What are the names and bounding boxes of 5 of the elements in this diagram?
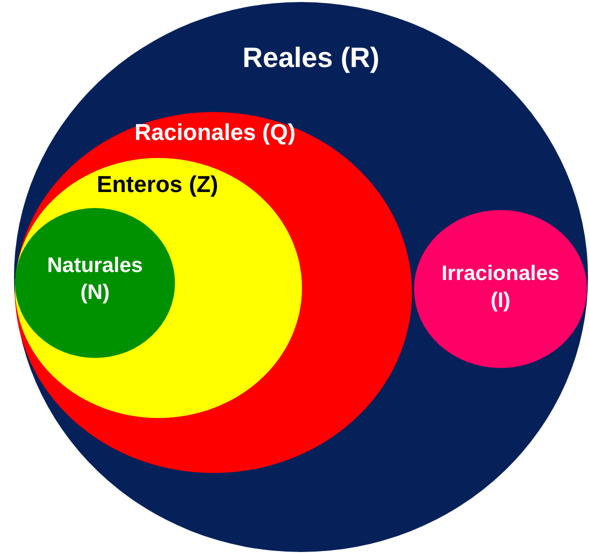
set-label: Irracionales (I) — [440, 261, 560, 314]
set-label: Racionales (Q) — [133, 118, 297, 147]
set-label: Enteros (Z) — [96, 170, 220, 199]
set-label: Naturales (N) — [46, 253, 144, 306]
set-label: Reales (R) — [242, 41, 380, 75]
